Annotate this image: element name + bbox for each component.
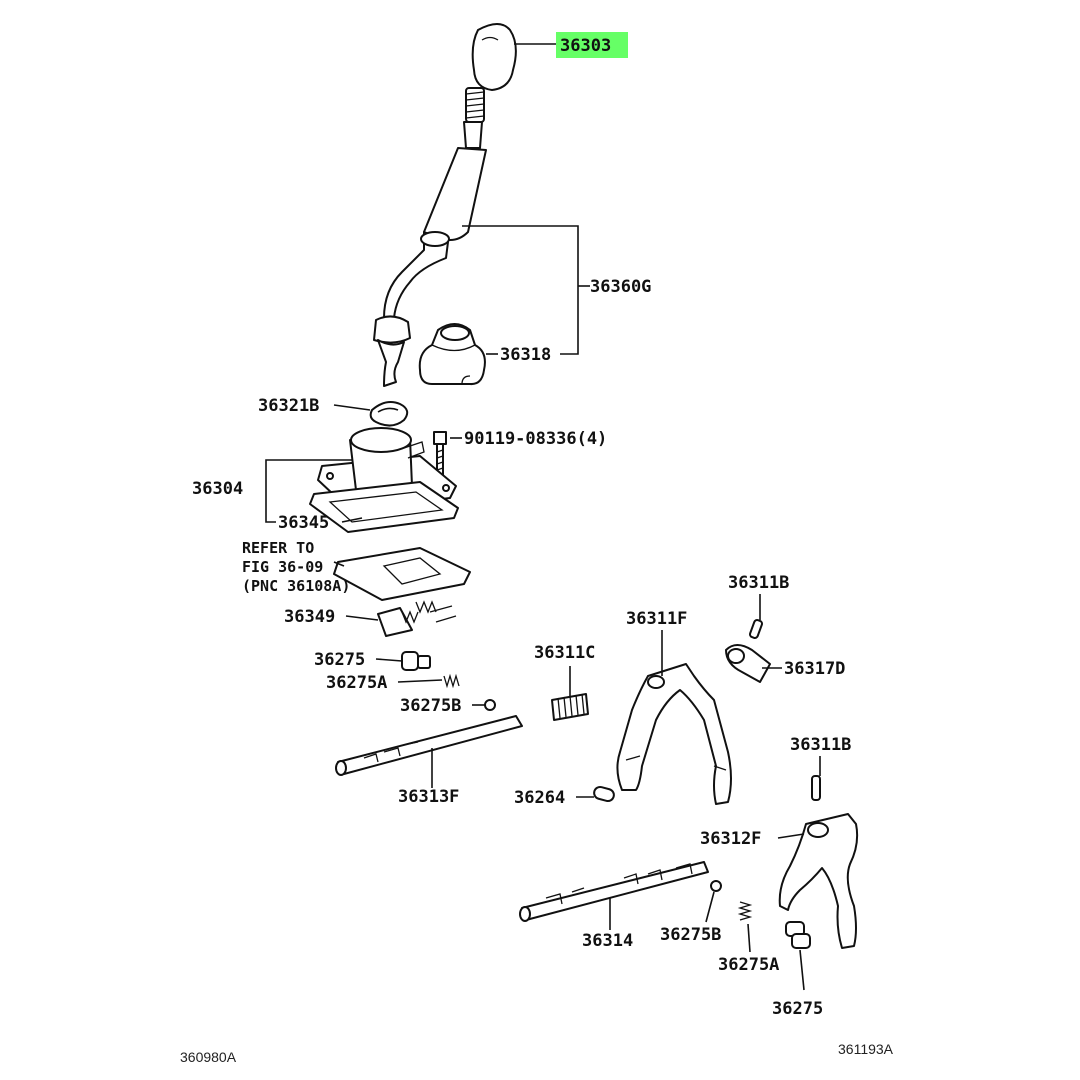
label-36314[interactable]: 36314 bbox=[582, 931, 633, 951]
label-36312f[interactable]: 36312F bbox=[700, 829, 761, 849]
label-36275a-upper[interactable]: 36275A bbox=[326, 673, 387, 693]
spring-lower-part[interactable] bbox=[737, 901, 753, 921]
label-36275-lower[interactable]: 36275 bbox=[772, 999, 823, 1019]
label-36360g[interactable]: 36360G bbox=[590, 277, 651, 297]
label-36345[interactable]: 36345 bbox=[278, 513, 329, 533]
label-36311c[interactable]: 36311C bbox=[534, 643, 595, 663]
label-36275a-lower[interactable]: 36275A bbox=[718, 955, 779, 975]
ref-code-left: 360980A bbox=[180, 1049, 237, 1065]
ref-code-right: 361193A bbox=[838, 1041, 894, 1057]
label-36304[interactable]: 36304 bbox=[192, 479, 243, 499]
label-36311f[interactable]: 36311F bbox=[626, 609, 687, 629]
plug-lower-part[interactable] bbox=[785, 921, 811, 949]
shift-fork-upper-part[interactable] bbox=[616, 663, 732, 805]
shift-shaft-upper-part[interactable] bbox=[335, 715, 523, 776]
label-36311b-lower[interactable]: 36311B bbox=[790, 735, 851, 755]
shift-head-part[interactable] bbox=[725, 644, 771, 683]
label-36275-upper[interactable]: 36275 bbox=[314, 650, 365, 670]
referenced-plate-part[interactable] bbox=[333, 547, 471, 601]
shift-shaft-lower-part[interactable] bbox=[519, 861, 709, 922]
ball-upper-part[interactable] bbox=[484, 699, 496, 711]
label-36275b-lower[interactable]: 36275B bbox=[660, 925, 721, 945]
label-36311b-upper[interactable]: 36311B bbox=[728, 573, 789, 593]
label-36303[interactable]: 36303 bbox=[560, 36, 611, 56]
shift-lever-part[interactable] bbox=[373, 87, 487, 387]
label-36264[interactable]: 36264 bbox=[514, 788, 565, 808]
pin-lower-part[interactable] bbox=[811, 775, 821, 801]
refer-line-1: REFER TO bbox=[242, 539, 314, 557]
refer-line-3: (PNC 36108A) bbox=[242, 577, 350, 595]
spring-set-part[interactable] bbox=[377, 600, 457, 637]
pin-upper-part[interactable] bbox=[749, 619, 763, 639]
label-36275b-upper[interactable]: 36275B bbox=[400, 696, 461, 716]
label-90119-08336[interactable]: 90119-08336(4) bbox=[464, 429, 607, 449]
highlight-box bbox=[556, 32, 628, 58]
plug-upper-part[interactable] bbox=[401, 651, 431, 671]
spring-upper-part[interactable] bbox=[443, 673, 460, 689]
shift-boot-part[interactable] bbox=[418, 323, 486, 386]
spring-36311c-part[interactable] bbox=[551, 693, 589, 721]
snap-ring-part[interactable] bbox=[369, 401, 409, 427]
retainer-gasket-part[interactable] bbox=[309, 481, 459, 533]
key-part[interactable] bbox=[593, 785, 615, 803]
shift-fork-lower-part[interactable] bbox=[778, 813, 859, 949]
shift-knob-part[interactable] bbox=[471, 23, 517, 91]
label-36318[interactable]: 36318 bbox=[500, 345, 551, 365]
label-36321b[interactable]: 36321B bbox=[258, 396, 319, 416]
refer-line-2: FIG 36-09 bbox=[242, 558, 323, 576]
label-36349[interactable]: 36349 bbox=[284, 607, 335, 627]
label-36317d[interactable]: 36317D bbox=[784, 659, 845, 679]
label-36313f[interactable]: 36313F bbox=[398, 787, 459, 807]
leader-lines bbox=[265, 43, 821, 991]
ball-lower-part[interactable] bbox=[710, 880, 722, 892]
